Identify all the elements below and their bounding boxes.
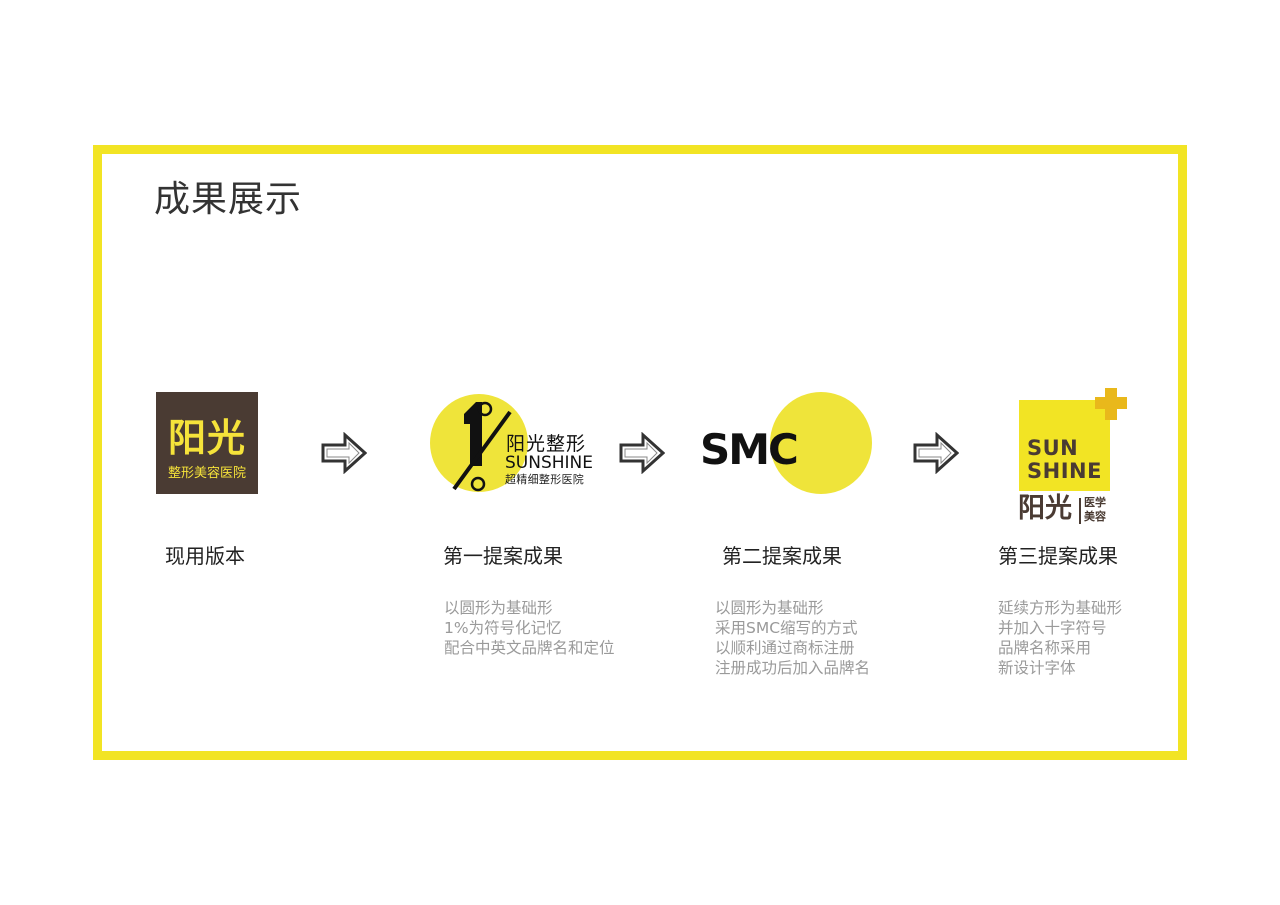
description-proposal-1: 以圆形为基础形 1%为符号化记忆 配合中英文品牌名和定位 (444, 598, 615, 658)
arrow-right-outline-icon (913, 432, 959, 474)
description-line: 1%为符号化记忆 (444, 619, 562, 637)
logo-circle (770, 392, 872, 494)
logo-main-text: 阳光 (1018, 493, 1072, 524)
logo-en-text: SUN SHINE (1027, 437, 1102, 483)
logo-en-line: SUN (1027, 436, 1079, 460)
step-title-proposal-1: 第一提案成果 (443, 544, 563, 568)
description-line: 以圆形为基础形 (444, 599, 553, 617)
logo-en-line: SHINE (1027, 459, 1102, 483)
logo-sub-text: 超精细整形医院 (505, 473, 585, 486)
description-line: 以圆形为基础形 (715, 599, 824, 617)
logo-current-version: 阳光 整形美容医院 (156, 392, 258, 494)
arrow-right-outline-icon (321, 432, 367, 474)
logo-main-text: 阳光整形 (506, 433, 587, 455)
description-line: 配合中英文品牌名和定位 (444, 639, 615, 657)
description-line: 新设计字体 (998, 659, 1076, 677)
cross-icon-bar (1095, 397, 1127, 409)
logo-en-text: SUNSHINE (505, 453, 593, 473)
logo-main-text: 阳光 (167, 416, 246, 460)
logo-proposal-2: SMC (700, 392, 875, 497)
step-title-current: 现用版本 (165, 544, 245, 568)
description-line: 采用SMC缩写的方式 (715, 619, 858, 637)
description-proposal-2: 以圆形为基础形 采用SMC缩写的方式 以顺利通过商标注册 注册成功后加入品牌名 (715, 598, 870, 678)
logo-square (1019, 400, 1110, 491)
description-line: 以顺利通过商标注册 (715, 639, 855, 657)
description-proposal-3: 延续方形为基础形 并加入十字符号 品牌名称采用 新设计字体 (998, 598, 1122, 678)
logo-tag-line: 美容 (1084, 510, 1106, 523)
step-title-proposal-3: 第三提案成果 (998, 544, 1118, 568)
logo-divider (1079, 498, 1081, 524)
description-line: 品牌名称采用 (998, 639, 1092, 657)
description-line: 并加入十字符号 (998, 619, 1107, 637)
description-line: 注册成功后加入品牌名 (715, 659, 871, 677)
logo-sub-text: 整形美容医院 (167, 466, 246, 481)
one-percent-icon (452, 401, 512, 492)
logo-tag-line: 医学 (1084, 496, 1106, 509)
logo-tag: 医学 美容 (1084, 496, 1106, 524)
arrow-right-outline-icon (619, 432, 665, 474)
logo-proposal-3: SUN SHINE 阳光 医学 美容 (1018, 386, 1130, 526)
logo-proposal-1: 阳光整形 SUNSHINE 超精细整形医院 (430, 394, 600, 494)
logo-main-text: SMC (700, 425, 799, 474)
page-title: 成果展示 (154, 179, 303, 220)
step-title-proposal-2: 第二提案成果 (722, 544, 842, 568)
description-line: 延续方形为基础形 (998, 599, 1123, 617)
